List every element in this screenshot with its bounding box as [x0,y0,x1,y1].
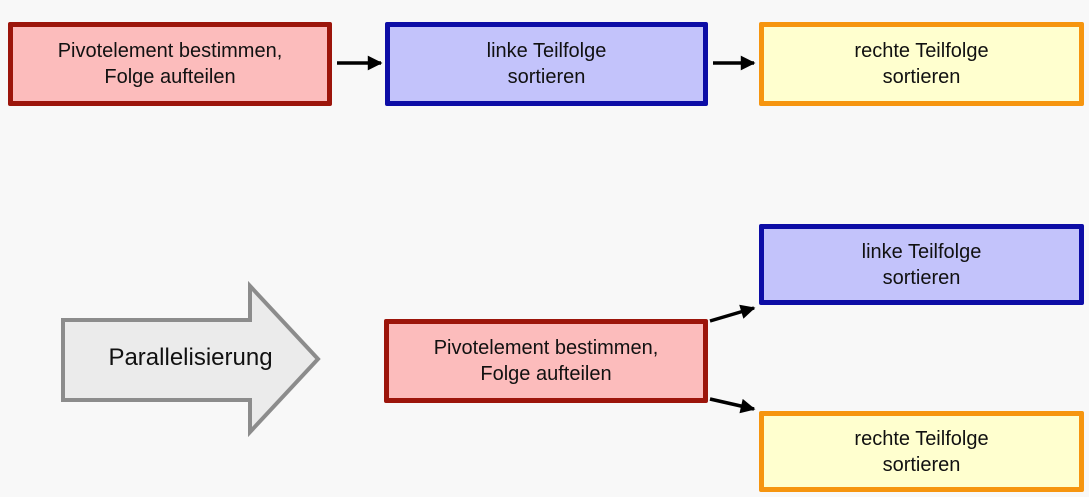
parallelization-label: Parallelisierung [108,344,273,371]
sequential-right-sort-box: rechte Teilfolge sortieren [759,22,1084,106]
box-label-line: linke Teilfolge [861,240,982,263]
arrow-par-pivot-to-left [709,304,756,323]
sequential-pivot-box: Pivotelement bestimmen, Folge aufteilen [8,22,332,106]
sequential-left-sort-box: linke Teilfolge sortieren [385,22,708,106]
parallelization-arrow [61,280,321,438]
parallel-pivot-box: Pivotelement bestimmen, Folge aufteilen [384,319,708,403]
box-label-line: sortieren [882,266,961,289]
parallel-right-sort-box: rechte Teilfolge sortieren [759,411,1084,492]
box-label-line: Pivotelement bestimmen, [433,337,659,359]
box-label-line: sortieren [882,453,961,476]
arrow-par-pivot-to-right [709,397,756,414]
box-label-line: rechte Teilfolge [854,427,989,450]
box-label-line: Pivotelement bestimmen, [57,40,283,62]
box-label-line: Folge aufteilen [480,363,612,385]
box-label-line: sortieren [507,66,586,88]
box-label-line: linke Teilfolge [486,40,607,62]
box-label-line: rechte Teilfolge [854,40,989,62]
parallel-left-sort-box: linke Teilfolge sortieren [759,224,1084,305]
box-label-line: Folge aufteilen [104,66,236,88]
box-label-line: sortieren [882,66,961,88]
